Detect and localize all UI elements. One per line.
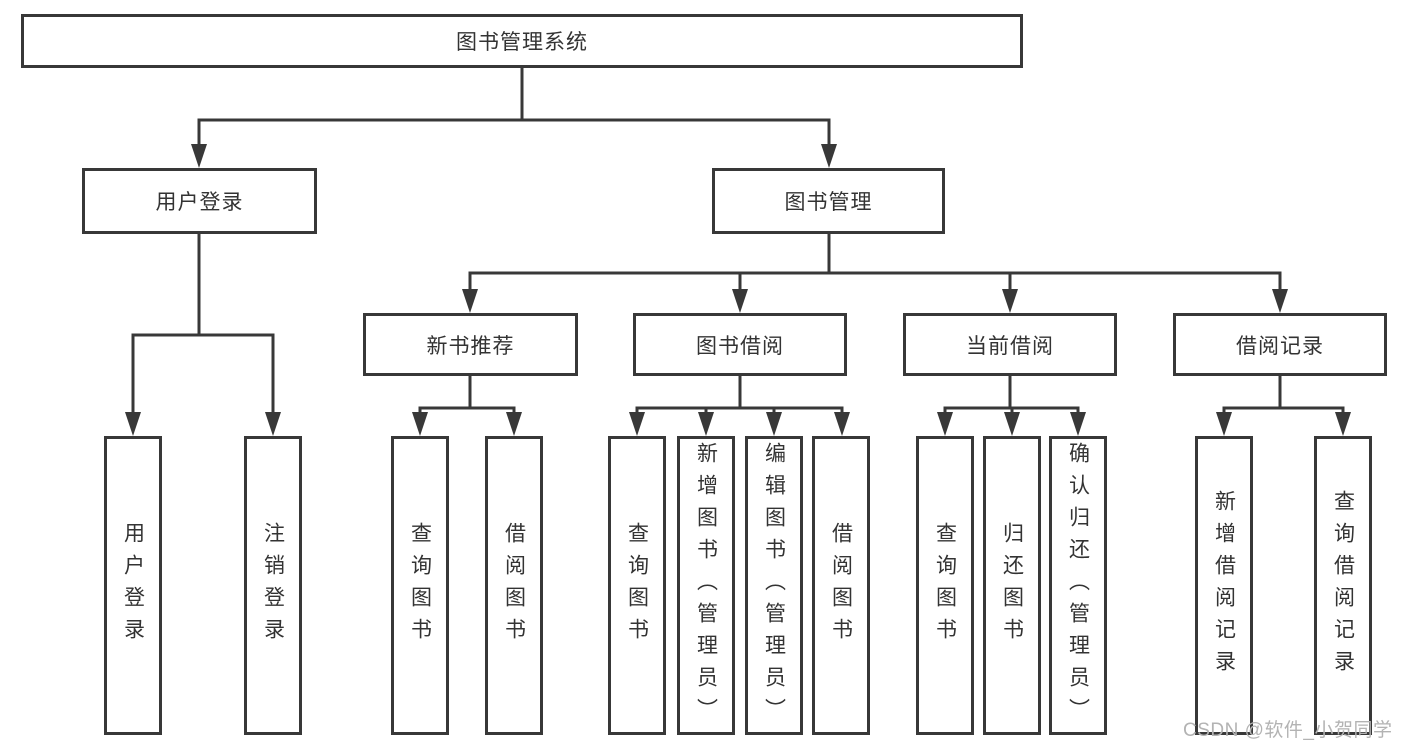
node-leaf-bb-query-books: 查询图书 [608, 436, 666, 735]
node-leaf-user-login: 用户登录 [104, 436, 162, 735]
node-borrow-records-label: 借阅记录 [1236, 334, 1324, 358]
node-leaf-cb-return-books-label: 归还图书 [1000, 521, 1024, 650]
node-book-borrow: 图书借阅 [633, 313, 847, 376]
node-leaf-logout-label: 注销登录 [261, 521, 285, 650]
node-leaf-user-login-label: 用户登录 [121, 521, 145, 650]
node-leaf-bb-borrow-books: 借阅图书 [812, 436, 870, 735]
node-borrow-records: 借阅记录 [1173, 313, 1387, 376]
node-new-book-rec: 新书推荐 [363, 313, 578, 376]
node-leaf-bb-borrow-books-label: 借阅图书 [829, 521, 853, 650]
node-leaf-br-add-record-label: 新增借阅记录 [1212, 489, 1236, 682]
node-book-mgmt: 图书管理 [712, 168, 945, 234]
node-leaf-cb-return-books: 归还图书 [983, 436, 1041, 735]
node-leaf-cb-query-books: 查询图书 [916, 436, 974, 735]
node-leaf-rec-borrow-books-label: 借阅图书 [502, 521, 526, 650]
node-leaf-rec-query-books: 查询图书 [391, 436, 449, 735]
connector-new-book-rec-children [412, 376, 522, 436]
node-leaf-bb-edit-books-label: 编辑图书（管理员） [762, 441, 786, 730]
node-leaf-rec-query-books-label: 查询图书 [408, 521, 432, 650]
node-leaf-cb-query-books-label: 查询图书 [933, 521, 957, 650]
node-current-borrow-label: 当前借阅 [966, 334, 1054, 358]
connector-borrow-records-children [1216, 376, 1351, 436]
node-leaf-bb-query-books-label: 查询图书 [625, 521, 649, 650]
watermark: CSDN @软件_小贺同学 [1183, 720, 1393, 741]
node-leaf-logout: 注销登录 [244, 436, 302, 735]
node-new-book-rec-label: 新书推荐 [426, 334, 515, 358]
node-leaf-cb-confirm-return-label: 确认归还（管理员） [1066, 441, 1090, 730]
node-leaf-bb-add-books-label: 新增图书（管理员） [694, 441, 718, 730]
connector-user-login-children [125, 234, 281, 436]
connector-book-mgmt-children [462, 234, 1288, 313]
connector-book-borrow-children [629, 376, 850, 436]
node-leaf-rec-borrow-books: 借阅图书 [485, 436, 543, 735]
node-current-borrow: 当前借阅 [903, 313, 1117, 376]
node-library-system: 图书管理系统 [21, 14, 1023, 68]
node-book-mgmt-label: 图书管理 [784, 191, 873, 214]
node-leaf-br-add-record: 新增借阅记录 [1195, 436, 1253, 735]
node-leaf-bb-edit-books: 编辑图书（管理员） [745, 436, 803, 735]
node-book-borrow-label: 图书借阅 [696, 334, 784, 358]
connector-root-to-level2 [191, 68, 837, 168]
node-user-login-label: 用户登录 [155, 191, 244, 214]
node-leaf-bb-add-books: 新增图书（管理员） [677, 436, 735, 735]
node-leaf-cb-confirm-return: 确认归还（管理员） [1049, 436, 1107, 735]
node-leaf-br-query-record: 查询借阅记录 [1314, 436, 1372, 735]
node-library-system-label: 图书管理系统 [456, 31, 588, 54]
connector-current-borrow-children [937, 376, 1086, 436]
node-user-login: 用户登录 [82, 168, 317, 234]
node-leaf-br-query-record-label: 查询借阅记录 [1331, 489, 1355, 682]
